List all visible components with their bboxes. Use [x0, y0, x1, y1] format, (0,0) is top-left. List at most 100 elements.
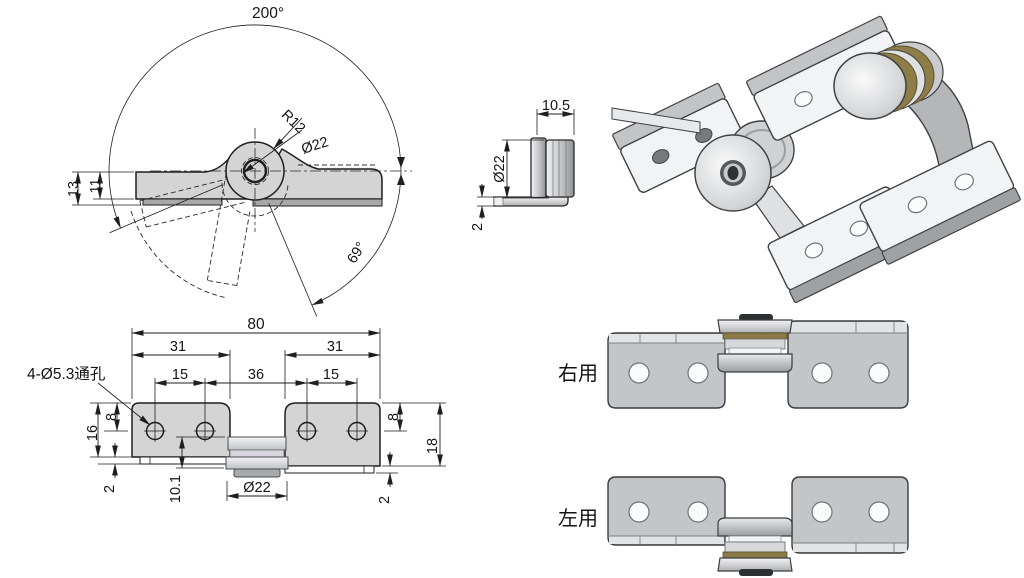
dim-10-1: 10.1	[168, 475, 184, 503]
dim-hub-diameter: Ø22	[299, 134, 330, 158]
rotation-view: 200° R12 Ø22 69° 13 11	[66, 5, 412, 317]
side-leg-endcap	[493, 197, 504, 206]
rh-right-plate	[787, 320, 909, 409]
dim-11: 11	[88, 178, 104, 193]
right-hand-hinge: 右用	[558, 314, 909, 409]
iso-left-front-hole-1	[804, 242, 824, 259]
lh-hub-disc-3	[717, 517, 793, 537]
iso-hinge-right	[746, 15, 1021, 265]
dim-16: 16	[85, 425, 101, 441]
rh-right-strip-lines	[788, 322, 908, 334]
dim-open-angle: 69°	[344, 239, 369, 266]
dim-36: 36	[248, 367, 264, 383]
lh-hole-4	[868, 501, 890, 523]
rh-hole-2	[687, 362, 709, 384]
iso-left-rear-bracket	[612, 82, 747, 193]
rh-hub-washer	[728, 347, 782, 355]
plan-holes	[144, 420, 368, 442]
ext-31	[229, 350, 286, 399]
dia22-leader	[242, 129, 303, 174]
arc-200	[108, 24, 402, 229]
plan-hub-washer	[229, 449, 285, 458]
r12-leader	[273, 117, 303, 150]
dim-total-angle: 200°	[252, 5, 284, 22]
rh-hub-disc-2	[724, 338, 786, 350]
rh-left-strip	[609, 334, 724, 343]
ext-15-36	[154, 378, 358, 420]
lh-left-strip	[609, 536, 724, 544]
side-hub-seams	[552, 141, 567, 196]
dim-80: 80	[247, 316, 265, 333]
rh-hub-brass	[722, 332, 788, 340]
lh-right-plate	[791, 476, 909, 554]
dim-31-left: 31	[170, 339, 186, 355]
iso-right-lower-hole-2	[954, 173, 974, 191]
dim-radius: R12	[278, 107, 308, 137]
arc-tick-bottom	[397, 174, 405, 185]
plan-hub-mid	[225, 456, 289, 470]
plan-right-strip	[284, 465, 375, 474]
dim-dia22-plan: Ø22	[243, 480, 270, 496]
left-hand-hinge: 左用	[558, 476, 909, 576]
rh-left-strip-lines	[608, 334, 725, 344]
hub-boss-hidden-circle	[241, 157, 269, 185]
rh-right-strip	[789, 322, 907, 333]
plan-left-plate	[131, 402, 231, 458]
radial-200-boundary	[109, 184, 223, 234]
arc-tick-top	[397, 157, 405, 168]
rh-hole-3	[811, 362, 833, 384]
lh-left-strip-lines	[608, 535, 725, 545]
iso-right-lower-wall	[881, 187, 1021, 265]
dim-dia22-side: Ø22	[492, 155, 508, 182]
rh-hub-cap	[739, 314, 773, 321]
ext-right-dims	[376, 402, 446, 474]
left-hand-label: 左用	[558, 507, 598, 530]
isometric-view	[611, 15, 1021, 303]
iso-right-upper-hole-1	[794, 91, 813, 108]
side-leg	[493, 196, 569, 207]
lh-hole-2	[687, 501, 709, 523]
plan-right-plate	[284, 402, 381, 467]
dim-31-right: 31	[327, 339, 343, 355]
rh-hub-stack	[717, 314, 793, 373]
lh-hub-disc-2	[724, 541, 786, 553]
swing-arc	[130, 210, 228, 299]
dim-2-side: 2	[470, 223, 486, 231]
lh-hub-brass	[722, 551, 788, 559]
plan-view: 80 31 31 15 36 15 4-Ø5.3通孔 16 8 2 10.1 Ø…	[27, 316, 446, 504]
arc-69	[311, 170, 402, 306]
iso-right-lower-bracket	[859, 140, 1021, 265]
dim-8-left: 8	[104, 413, 120, 421]
dim-10-5: 10.5	[542, 98, 570, 114]
right-flange-strip	[252, 198, 383, 207]
dim-15-left: 15	[172, 367, 188, 383]
ext-left-dims	[90, 402, 140, 465]
side-hub-stack	[545, 139, 575, 198]
lh-right-strip-lines	[792, 542, 908, 553]
dim-13: 13	[66, 181, 82, 197]
rh-hole-4	[868, 362, 890, 384]
side-view: 10.5 Ø22 2	[470, 98, 575, 231]
side-plate-slab	[530, 137, 547, 199]
iso-right-hub-cap	[833, 52, 907, 120]
rh-hole-1	[628, 362, 650, 384]
iso-right-lower-hole-1	[907, 196, 928, 214]
ext-2-side	[477, 196, 496, 207]
lh-hub-disc-1	[717, 557, 793, 572]
dim-8-right: 8	[386, 413, 402, 421]
dim-2-right: 2	[377, 496, 393, 504]
right-arm-profile	[251, 147, 383, 200]
hole-note-leader	[97, 382, 151, 426]
lh-hole-3	[811, 501, 833, 523]
ext-13-11	[72, 171, 141, 206]
lh-hub-washer	[728, 535, 782, 543]
lh-hole-1	[628, 501, 650, 523]
lh-hub-stack	[717, 517, 793, 576]
radial-69-boundary	[268, 203, 318, 317]
right-hand-label: 右用	[558, 362, 598, 385]
plan-left-strip	[139, 456, 231, 465]
dim-18: 18	[425, 438, 441, 454]
iso-left-hub-bore	[727, 166, 739, 180]
